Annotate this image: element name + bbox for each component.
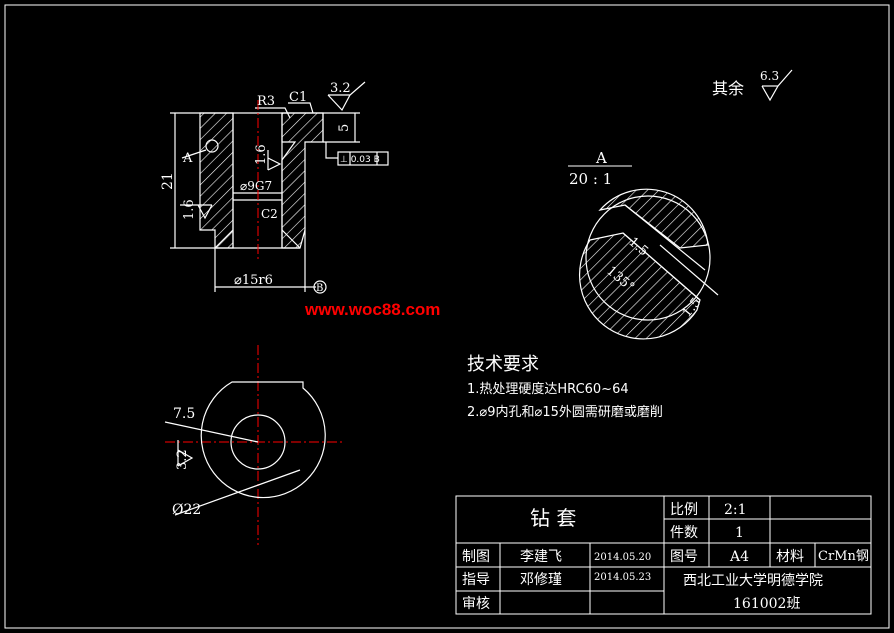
- detail-view: A 20 : 1 1.5 135° 1.5: [568, 149, 719, 340]
- class-name: 161002班: [733, 596, 800, 612]
- label-r3: R3: [257, 94, 275, 109]
- guide-date: 2014.05.23: [594, 572, 651, 583]
- dim-22: Ø22: [172, 502, 201, 518]
- main-section-view: [170, 81, 389, 294]
- label-a: A: [182, 151, 193, 166]
- drawing-no-label: 图号: [670, 549, 698, 565]
- scale-label: 比例: [670, 502, 698, 518]
- left-wall-hatch: [199, 112, 234, 249]
- drawing-no-value: A4: [729, 549, 749, 565]
- drawn-label: 制图: [462, 549, 490, 565]
- dim-outer: ⌀15r6: [234, 273, 273, 288]
- right-wall-hatch: [281, 112, 324, 249]
- school-name: 西北工业大学明德学院: [683, 573, 823, 589]
- drawing-border: [4, 4, 890, 629]
- guide-name: 邓修瑾: [520, 572, 562, 588]
- tech-item-1: 1.热处理硬度达HRC60~64: [467, 381, 629, 397]
- guide-label: 指导: [462, 572, 490, 588]
- svg-text:其余: 其余: [712, 79, 744, 98]
- label-c1: C1: [289, 90, 307, 105]
- dim-bore: ⌀9G7: [240, 179, 272, 193]
- dim-5: 5: [337, 124, 352, 132]
- dim-7-5: 7.5: [173, 406, 195, 422]
- roughness-inner: 1.6: [254, 144, 269, 165]
- datum-b: B: [316, 283, 323, 294]
- qty-value: 1: [735, 525, 744, 541]
- qty-label: 件数: [670, 525, 698, 541]
- detail-label: A: [595, 149, 607, 167]
- tech-item-2: 2.⌀9内孔和⌀15外圆需研磨或磨削: [467, 404, 663, 420]
- roughness-top: 3.2: [330, 81, 351, 96]
- watermark[interactable]: www.woc88.com: [304, 300, 440, 319]
- detail-scale: 20 : 1: [569, 170, 612, 188]
- scale-value: 2:1: [724, 502, 747, 518]
- title-block-text: 钻 套 比例 2:1 件数 1 制图 李建飞 2014.05.20 图号 A4 …: [462, 502, 869, 612]
- dim-21: 21: [160, 172, 176, 190]
- svg-text:6.3: 6.3: [760, 69, 779, 83]
- label-c2: C2: [261, 207, 278, 221]
- material-label: 材料: [776, 549, 804, 565]
- material-value: CrMn钢: [818, 549, 869, 564]
- tech-title: 技术要求: [467, 354, 539, 375]
- roughness-left: 1.6: [182, 199, 197, 220]
- part-name: 钻 套: [530, 506, 576, 530]
- other-roughness: 其余 6.3: [712, 69, 793, 102]
- drawn-date: 2014.05.20: [594, 552, 651, 563]
- main-view-labels: R3 C1 3.2 5 ⊥ 0.03 B A 21 1.6 1.6 ⌀9G7 C…: [160, 81, 380, 294]
- bottom-view: 7.5 3.2 Ø22: [164, 345, 345, 545]
- title-block: [455, 495, 872, 615]
- review-label: 审核: [462, 596, 490, 612]
- tech-requirements: 技术要求 1.热处理硬度达HRC60~64 2.⌀9内孔和⌀15外圆需研磨或磨削: [467, 354, 663, 420]
- bottom-roughness: 3.2: [175, 449, 190, 470]
- drawn-name: 李建飞: [520, 549, 562, 565]
- tolerance-frame: ⊥ 0.03 B: [340, 155, 380, 165]
